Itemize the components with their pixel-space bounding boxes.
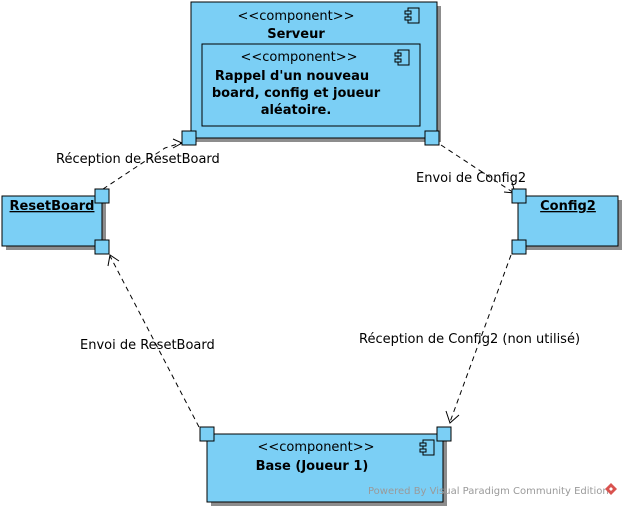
resetboard-name: ResetBoard: [10, 199, 95, 214]
serveur-port-left[interactable]: [181, 130, 197, 146]
edge-reception-config2[interactable]: [445, 254, 512, 424]
serveur-name: Serveur: [267, 27, 325, 42]
rappel-name-line-2: board, config et joueur: [212, 86, 381, 101]
rappel-name-line-1: Rappel d'un nouveau: [215, 69, 369, 84]
watermark-text: Powered By Visual Paradigm Community Edi…: [368, 486, 609, 497]
component-icon: [404, 7, 420, 24]
base-name: Base (Joueur 1): [256, 459, 369, 474]
serveur-component[interactable]: <<component>> Serveur <<component>> Rapp…: [190, 1, 441, 142]
component-icon: [394, 49, 410, 66]
resetboard-port-top[interactable]: [94, 188, 110, 204]
rappel-component[interactable]: <<component>> Rappel d'un nouveau board,…: [201, 43, 421, 127]
config2-object[interactable]: Config2: [517, 195, 622, 250]
label-envoi-resetboard: Envoi de ResetBoard: [80, 338, 215, 353]
base-component[interactable]: <<component>> Base (Joueur 1): [206, 433, 447, 506]
base-port-right[interactable]: [436, 426, 452, 442]
base-stereotype: <<component>>: [257, 440, 374, 455]
visual-paradigm-logo-icon: [605, 483, 617, 495]
config2-name: Config2: [540, 199, 596, 214]
config2-port-bottom[interactable]: [511, 239, 527, 255]
rappel-name-line-3: aléatoire.: [261, 103, 332, 118]
config2-port-top[interactable]: [511, 188, 527, 204]
serveur-port-right[interactable]: [424, 130, 440, 146]
serveur-stereotype: <<component>>: [237, 9, 354, 24]
component-icon: [419, 439, 435, 456]
edge-envoi-resetboard[interactable]: [107, 254, 200, 428]
resetboard-object[interactable]: ResetBoard: [1, 195, 106, 250]
label-reception-config2: Réception de Config2 (non utilisé): [359, 332, 580, 347]
base-port-left[interactable]: [199, 426, 215, 442]
rappel-stereotype: <<component>>: [240, 50, 357, 65]
label-envoi-config2: Envoi de Config2: [416, 171, 526, 186]
resetboard-port-bottom[interactable]: [94, 239, 110, 255]
label-reception-resetboard: Réception de ResetBoard: [56, 152, 220, 167]
